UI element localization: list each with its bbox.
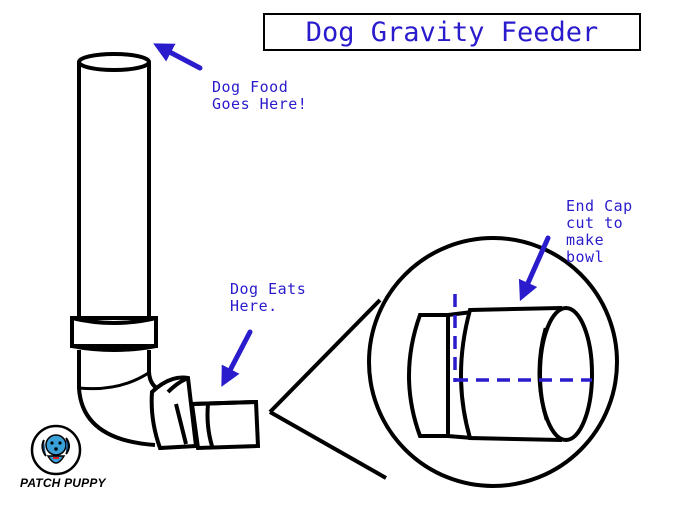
- end-cap-detail: [407, 305, 594, 443]
- annotation-arrows: [153, 43, 551, 387]
- vertical-pipe: [77, 52, 151, 338]
- arrow-to-pipe-top: [153, 43, 203, 71]
- endcap-label-line: make: [566, 231, 605, 249]
- pipe-coupling: [70, 316, 158, 352]
- endcap-label-line: cut to: [566, 214, 624, 232]
- endcap-label-line: bowl: [566, 248, 605, 266]
- food-label: Dog Food Goes Here!: [212, 79, 307, 113]
- cut-lines: [453, 294, 592, 382]
- food-label-line: Dog Food: [212, 78, 289, 96]
- end-collar: [149, 375, 199, 451]
- eats-label-line: Here.: [230, 297, 278, 315]
- title-box: Dog Gravity Feeder: [263, 13, 641, 51]
- logo-text: PATCH PUPPY: [20, 476, 106, 490]
- puppy-logo-icon: [30, 424, 82, 476]
- bowl-cap: [189, 399, 261, 451]
- food-label-line: Goes Here!: [212, 95, 308, 113]
- arrow-to-end-cap: [518, 235, 551, 302]
- endcap-label-line: End Cap: [566, 197, 633, 215]
- diagram-title: Dog Gravity Feeder: [305, 16, 599, 48]
- eats-label-line: Dog Eats: [230, 280, 307, 298]
- endcap-label: End Cap cut to make bowl: [566, 198, 633, 266]
- arrow-to-bowl: [221, 329, 253, 387]
- eats-label: Dog Eats Here.: [230, 281, 306, 315]
